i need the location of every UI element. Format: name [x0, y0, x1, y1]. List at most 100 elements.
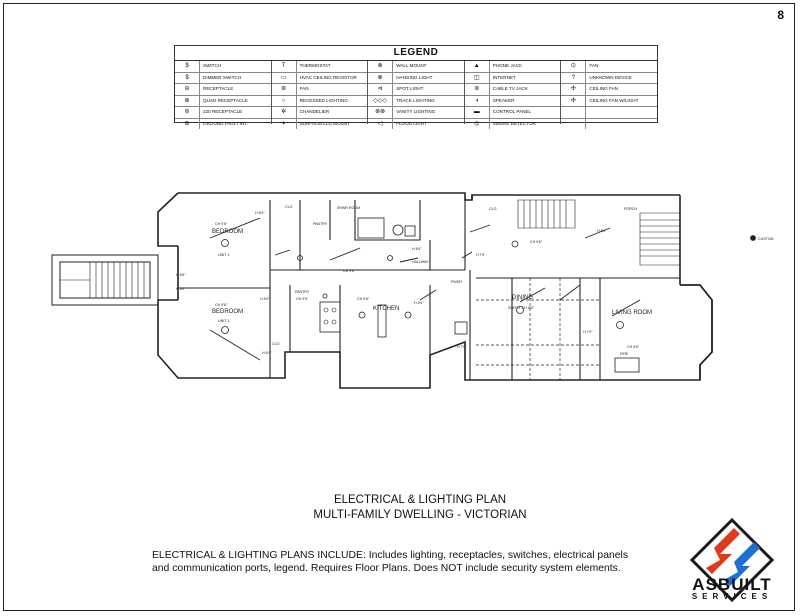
- ceiling-kitchen: CH 9'6": [357, 297, 370, 301]
- legend-label: FAN: [589, 63, 599, 69]
- internet-symbol-icon: ◫: [465, 72, 490, 83]
- legend-row: ◎SMOKE DETECTOR: [465, 118, 561, 129]
- legend-row: ▲PHONE JACK: [464, 61, 561, 73]
- wall-height-7: H 7'0": [457, 345, 467, 349]
- legend-label: RECEPTACLE: [203, 86, 234, 92]
- legend-column: $SWITCH$DIMMER SWITCH⊖RECEPTACLE⊕QUAD RE…: [175, 61, 272, 129]
- wall-height-1: H 8'4": [255, 211, 265, 215]
- wall-height-5: H 8'4": [412, 247, 422, 251]
- fixture-markers: [221, 235, 756, 334]
- cable-tv-symbol-icon: ⊚: [465, 84, 490, 95]
- legend-label: INTERNET: [492, 74, 516, 80]
- switch-runs: [209, 217, 641, 361]
- room-living: LIVING ROOM: [612, 310, 652, 316]
- wall-height-9: H 7'0": [583, 330, 593, 334]
- legend-row: ✦SURFACE/CLG MOUNT: [272, 118, 368, 129]
- ground-fault-symbol-icon: ⊖: [175, 118, 200, 129]
- legend-label: SWITCH: [203, 63, 222, 69]
- legend-label: THERMOSTAT: [299, 63, 331, 69]
- legend-row: ▬CONTROL PANEL: [464, 107, 561, 119]
- legend-label: VANITY LIGHTING: [396, 109, 436, 115]
- legend-label: CEILING FAN: [589, 86, 618, 92]
- legend-row: ⊕QUAD RECEPTACLE: [175, 95, 271, 107]
- ceiling-dining: SOFFIT CH 8'6": [508, 306, 535, 310]
- vanity-lighting-symbol-icon: ⊗⊗: [368, 107, 394, 118]
- ceiling-fan-light-symbol-icon: ✣: [561, 95, 587, 106]
- legend-row: $SWITCH: [175, 61, 271, 73]
- legend-label: CHANDELIER: [299, 109, 330, 115]
- legend-row: ◁FLOOD LIGHT: [368, 118, 464, 129]
- control-panel-symbol-icon: ▬: [465, 107, 490, 118]
- legend-row: ◫INTERNET: [464, 72, 561, 84]
- legend-label: GROUND FAULT INT.: [203, 120, 249, 126]
- legend-row: [561, 107, 657, 119]
- plan-description: ELECTRICAL & LIGHTING PLANS INCLUDE: Inc…: [152, 550, 629, 574]
- hanging-light-symbol-icon: ⊗: [368, 72, 394, 83]
- wall-height-8: H 8'4": [597, 229, 607, 233]
- wall-height-4: H 6'6": [176, 287, 186, 291]
- legend-label: FLOOD LIGHT: [396, 120, 427, 126]
- legend-row: ⊚CABLE TV JACK: [464, 84, 561, 96]
- legend-row: ✲CHANDELIER: [271, 107, 368, 119]
- ceiling-front: CH 9'6": [530, 240, 543, 244]
- room-dining: DINING: [512, 295, 533, 301]
- surface-mount-symbol-icon: ✦: [272, 118, 297, 129]
- track-lighting-symbol-icon: ◇◇◇: [368, 95, 394, 106]
- legend-row: ⊗⊗VANITY LIGHTING: [368, 107, 464, 119]
- room-closet-2: CLO: [489, 207, 497, 211]
- asbuilt-logo-icon: [689, 518, 775, 603]
- legend-label: PHONE JACK: [492, 63, 523, 69]
- legend-columns: $SWITCH$DIMMER SWITCH⊖RECEPTACLE⊕QUAD RE…: [175, 61, 657, 129]
- ceiling-fan-symbol-icon: ✣: [561, 84, 587, 95]
- legend-label: SPEAKER: [492, 97, 515, 103]
- legend-row: ⊙FAN: [561, 61, 657, 73]
- plan-title: ELECTRICAL & LIGHTING PLAN: [333, 494, 507, 506]
- legend-label: CONTROL PANEL: [492, 109, 532, 115]
- phone-jack-symbol-icon: ▲: [465, 61, 490, 72]
- legend-row: ○RECESSED LIGHTING: [271, 95, 368, 107]
- room-kitchen: KITCHEN: [373, 306, 399, 312]
- legend-row: ⊖GROUND FAULT INT.: [175, 118, 271, 129]
- legend-row: ⊗HANGING LIGHT: [368, 72, 464, 84]
- legend-row: ◑SPEAKER: [464, 95, 561, 107]
- recessed-lighting-symbol-icon: ○: [272, 95, 297, 106]
- room-porch: PORCH: [624, 207, 637, 211]
- legend-column: ⊙FAN?UNKNOWN DEVICE✣CEILING FAN✣CEILING …: [561, 61, 657, 129]
- empty-icon: [561, 118, 587, 129]
- wall-height-6: H 7'0": [476, 253, 486, 257]
- flood-light-symbol-icon: ◁: [368, 118, 394, 129]
- wall-mount-symbol-icon: ⊗: [368, 61, 394, 72]
- ceiling-living: CH 9'6": [627, 345, 640, 349]
- legend-label: FAN: [299, 86, 309, 92]
- legend-label: 220 RECEPTACLE: [203, 109, 243, 115]
- unit-bottom: UNIT 1: [218, 319, 229, 323]
- legend-label: HVAC CEILING REGISTOR: [299, 74, 357, 80]
- legend-row: ⊜220 RECEPTACLE: [175, 107, 271, 119]
- page-frame: [3, 3, 795, 611]
- legend-label: QUAD RECEPTACLE: [203, 97, 248, 103]
- receptacle-symbol-icon: ⊖: [175, 84, 200, 95]
- room-pantry-2: PANTRY: [295, 290, 310, 294]
- legend-label: SURFACE/CLG MOUNT: [299, 120, 351, 126]
- wall-height-3: H 6'6": [176, 273, 186, 277]
- room-bedroom-top: BEDROOM: [212, 229, 243, 235]
- ceiling-hall: CH 9'6": [343, 269, 356, 273]
- legend-label: HANGING LIGHT: [396, 74, 433, 80]
- smoke-detector-symbol-icon: ◎: [465, 118, 490, 129]
- legend-row: ⊛FAN: [271, 84, 368, 96]
- logo-subtitle: SERVICES: [691, 592, 773, 601]
- wall-height-11: H 8'4": [262, 351, 272, 355]
- legend-row: ◇◇◇TRACK LIGHTING: [368, 95, 464, 107]
- unit-top: UNIT 1: [218, 253, 229, 257]
- ceiling-hall-kitchen: CH 9'6": [296, 297, 309, 301]
- room-bedroom-bottom: BEDROOM: [212, 309, 243, 315]
- legend-row: ✣CEILING FAN W/LIGHT: [561, 95, 657, 107]
- switch-symbol-icon: $: [175, 61, 200, 72]
- unknown-device-symbol-icon: ?: [561, 72, 587, 83]
- legend-label: WALL MOUNT: [396, 63, 427, 69]
- legend-row: ⊖RECEPTACLE: [175, 84, 271, 96]
- legend-label: CEILING FAN W/LIGHT: [589, 97, 639, 103]
- legend-label: RECESSED LIGHTING: [299, 97, 348, 103]
